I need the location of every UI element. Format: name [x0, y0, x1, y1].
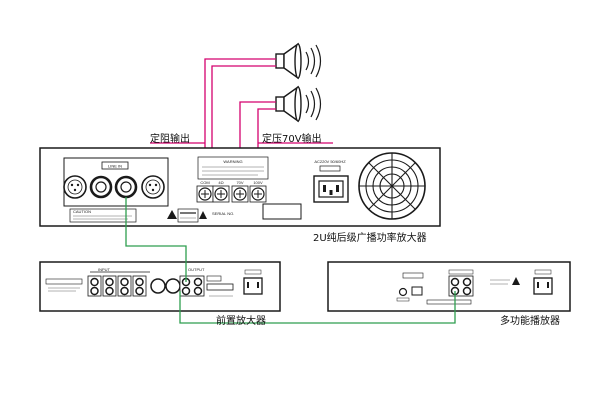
terminal-label-70v: 70V — [236, 180, 243, 185]
speaker-bottom — [275, 85, 322, 123]
preamp-input-jacks[interactable] — [87, 275, 147, 297]
constant-voltage-output-label: 定压70V输出 — [262, 134, 322, 145]
amplifier-name-label: 2U纯后级广播功率放大器 — [313, 233, 427, 244]
player-warning-icon — [512, 277, 520, 285]
player-usb-port[interactable] — [398, 286, 423, 297]
player-power-socket[interactable] — [533, 277, 553, 295]
xlr-input-right[interactable] — [141, 175, 165, 199]
player-output-jacks[interactable] — [448, 275, 474, 297]
preamp-output-jacks[interactable] — [179, 275, 205, 297]
preamplifier: INPUT OUTPUT — [39, 261, 281, 312]
preamp-output-label: OUTPUT — [188, 267, 205, 272]
lightning-triangle-icon — [199, 211, 207, 219]
warning-label: WARNING — [223, 159, 242, 164]
jack-input-2[interactable] — [114, 175, 138, 199]
warning-triangle-icon — [167, 210, 177, 219]
warning-plate — [197, 156, 269, 180]
line-in-label: LINE IN — [108, 164, 122, 169]
xlr-input-left[interactable] — [63, 175, 87, 199]
audio-cables — [125, 197, 456, 324]
terminal-label-4ohm: 4Ω — [218, 180, 223, 185]
terminal-label-com: COM — [200, 180, 209, 185]
power-amplifier: LINE IN CAUTION — [39, 147, 441, 227]
serial-label: SERIAL NO. — [212, 211, 234, 216]
cooling-fan — [358, 152, 426, 220]
speaker-top — [275, 42, 322, 80]
speaker-wires — [150, 58, 333, 185]
preamp-input-label: INPUT — [98, 267, 111, 272]
jack-input-1[interactable] — [89, 175, 113, 199]
preamp-power-socket[interactable] — [243, 277, 263, 295]
fixed-impedance-output-label: 定阻输出 — [150, 134, 190, 145]
serial-plate — [262, 203, 302, 220]
caution-label: CAUTION — [73, 209, 91, 214]
power-input-label: AC220V 50/60HZ — [314, 159, 346, 164]
player-name-label: 多功能播放器 — [500, 316, 560, 327]
power-socket[interactable] — [313, 175, 349, 203]
output-terminals[interactable] — [196, 185, 267, 203]
preamp-name-label: 前置放大器 — [216, 316, 266, 327]
preamp-xlr-inputs[interactable] — [150, 278, 181, 294]
terminal-label-100v: 100V — [253, 180, 263, 185]
multifunction-player — [327, 261, 571, 312]
